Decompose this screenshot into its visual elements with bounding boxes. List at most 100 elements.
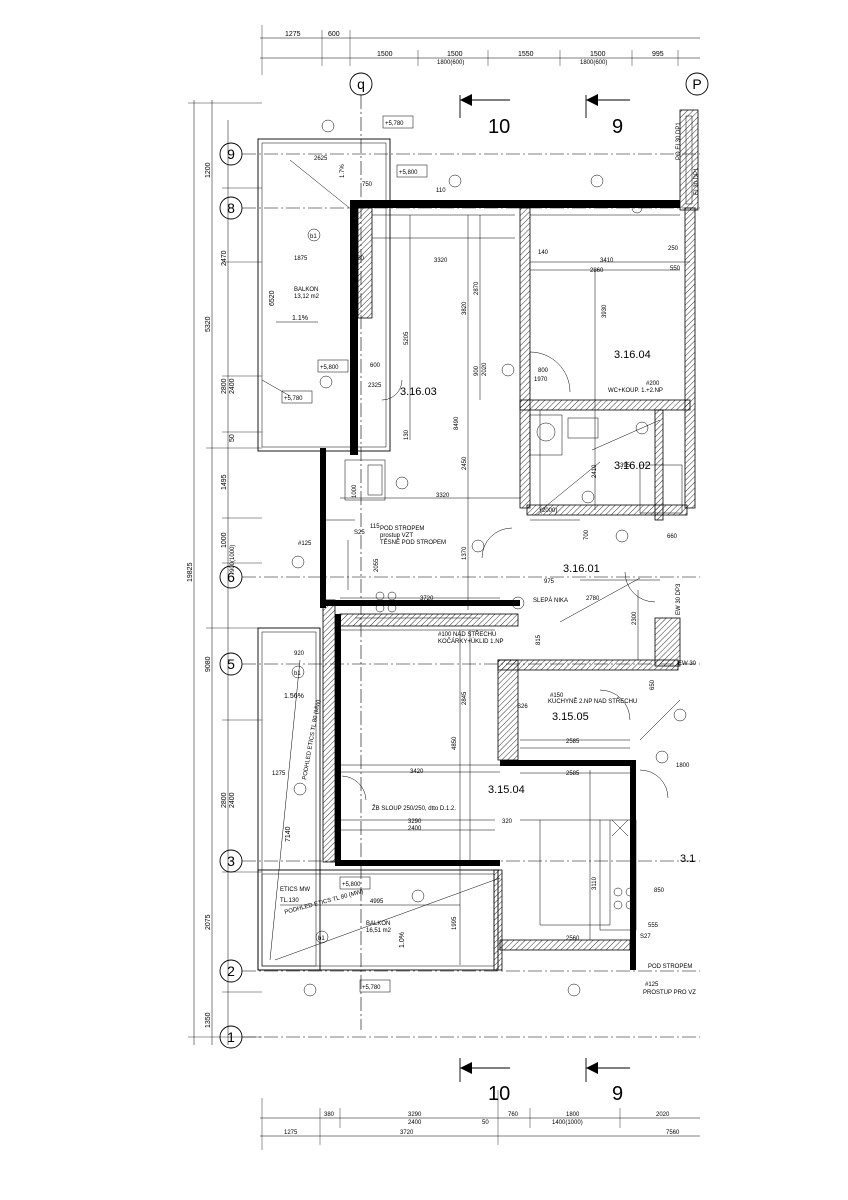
- section-marker-10-bottom: 10: [459, 1058, 510, 1105]
- left-axis-6: 6: [219, 565, 700, 589]
- dim-320: 320: [502, 819, 513, 825]
- dim-2625: 2625: [314, 156, 328, 162]
- axis-p-label: P: [692, 76, 701, 92]
- top-dim-1500a: 1500: [377, 51, 393, 58]
- balcony-bottom-tag: b1: [318, 936, 325, 942]
- room-315x-label: 3.1: [680, 853, 695, 865]
- left-dim-50: 50: [229, 434, 236, 442]
- section-10-label: 10: [488, 116, 510, 138]
- dim-555: 555: [648, 923, 659, 929]
- bottom-dim-3290: 3290: [408, 1112, 422, 1118]
- axis-6-label: 6: [227, 569, 235, 585]
- top-dim-995: 995: [652, 51, 664, 58]
- balcony-mid-slope: 1.56%: [284, 693, 304, 700]
- dim-8490: 8490: [454, 416, 460, 430]
- note-podhled: PODHLED ETICS TL 80 (MW): [302, 699, 322, 780]
- axis-8-label: 8: [227, 200, 235, 216]
- dim-650: 650: [650, 679, 656, 690]
- bottom-dim-760: 760: [508, 1112, 519, 1118]
- dim-920: 920: [294, 651, 305, 657]
- bottom-dim-3720: 3720: [400, 1130, 414, 1136]
- dim-850: 850: [654, 888, 665, 894]
- note-ew30dp3: EW 30 DP3: [676, 583, 682, 615]
- note-kocarky: KOČÁRKY+ÚKLID 1.NP: [438, 638, 504, 645]
- dim-3320b: 3320: [436, 493, 450, 499]
- left-dim-1495: 1495: [221, 474, 228, 490]
- left-dim-19825: 19825: [187, 562, 194, 582]
- balcony-bottom: b1 BALKON 16,51 m2 1.0%: [315, 921, 406, 948]
- note-n200: #200: [646, 381, 660, 387]
- bottom-dim-1400: 1400(1000): [552, 1120, 583, 1126]
- dim-3110: 3110: [592, 876, 598, 890]
- dim-2300: 2300: [632, 611, 638, 625]
- left-dim-2400a: 2400: [229, 378, 236, 394]
- top-dim-sub-b: 1800(600): [580, 60, 607, 66]
- room-31504-label: 3.15.04: [488, 784, 525, 796]
- dim-2860: 2860: [590, 268, 604, 274]
- interior-lines: [261, 159, 690, 961]
- dim-3420: 3420: [410, 769, 424, 775]
- dim-2400: 2400: [408, 826, 422, 832]
- bottom-dim-2020: 2020: [656, 1112, 670, 1118]
- left-dim-2800a: 2800: [221, 378, 228, 394]
- dim-140: 140: [538, 250, 549, 256]
- note-slepa-nika: SLEPÁ NIKA: [533, 597, 568, 604]
- dim-660: 660: [667, 534, 678, 540]
- left-axis-9: 9: [219, 142, 700, 166]
- bottom-dim-380: 380: [324, 1112, 335, 1118]
- dim-2325: 2325: [368, 383, 382, 389]
- left-dim-6520: 6520: [269, 290, 276, 306]
- note-pod-stropem: POD STROPEM: [380, 526, 424, 532]
- section-9-bottom-label: 9: [612, 1083, 623, 1105]
- note-pod-stropem2: POD STROPEM: [648, 964, 692, 970]
- balcony-bottom-area: 16,51 m2: [366, 928, 392, 934]
- note-etics-top: ETICS MW: [280, 887, 310, 893]
- level-4: +5,780: [284, 396, 303, 402]
- dim-3820: 3820: [462, 301, 468, 315]
- balcony-top-title: BALKON: [294, 287, 318, 293]
- balcony-top-slope2: 1.7%: [340, 164, 346, 178]
- dim-2020: 2020: [482, 362, 488, 376]
- balcony-mid-tag: b1: [294, 671, 301, 677]
- dim-1800: 1800: [676, 763, 690, 769]
- note-prostup-pro-vz: PROSTUP PRO VZ: [643, 990, 696, 996]
- bottom-dim-2400: 2400: [408, 1120, 422, 1126]
- top-dim-1275: 1275: [285, 31, 301, 38]
- left-dim-1350: 1350: [205, 1012, 212, 1028]
- dim-2870: 2870: [474, 281, 480, 295]
- bottom-dimension-chain: 380 3290 2400 50 760 1800 2020 1400(1000…: [260, 1090, 700, 1150]
- axis-2-label: 2: [227, 963, 235, 979]
- note-n125a: #125: [298, 541, 312, 547]
- bottom-dim-7560: 7560: [666, 1130, 680, 1136]
- room-labels: 3.16.03 3.16.04 3.16.02 3.16.01 3.15.05 …: [400, 349, 695, 865]
- note-n150: #150: [550, 693, 564, 699]
- note-poei: PO EI 30 DP1: [676, 122, 682, 160]
- top-dim-sub-a: 1800(600): [437, 60, 464, 66]
- note-tesne: TĚSNĚ POD STROPEM: [380, 538, 446, 546]
- dim-1875: 1875: [294, 256, 308, 262]
- section-9-label: 9: [612, 116, 623, 138]
- left-dim-9080: 9080: [205, 656, 212, 672]
- left-dim-2800b: 2800: [221, 792, 228, 808]
- section-marker-9-bottom: 9: [585, 1058, 630, 1105]
- dim-5205: 5205: [404, 331, 410, 345]
- axis-9-label: 9: [227, 146, 235, 162]
- dim-3410: 3410: [600, 258, 614, 264]
- left-dim-1200: 1200: [205, 162, 212, 178]
- dim-110: 110: [436, 188, 446, 194]
- room-31601-label: 3.16.01: [563, 563, 600, 575]
- left-dim-2470: 2470: [221, 250, 228, 266]
- dim-1970: 1970: [534, 377, 548, 383]
- left-dim-7140: 7140: [285, 826, 292, 842]
- top-dim-1500c: 1500: [590, 51, 606, 58]
- note-etics-detail: TL.130: [280, 898, 299, 904]
- dim-800: 800: [538, 368, 549, 374]
- dim-750: 750: [362, 182, 373, 188]
- door-tags: [291, 119, 687, 997]
- left-dim-2400b: 2400: [229, 792, 236, 808]
- note-n125b: #125: [645, 982, 659, 988]
- dim-4850: 4850: [452, 736, 458, 750]
- inner-dimension-texts: 2625 750 110 1875 380 3320 140 3410 2860…: [272, 156, 690, 942]
- left-dim-5320: 5320: [205, 316, 212, 332]
